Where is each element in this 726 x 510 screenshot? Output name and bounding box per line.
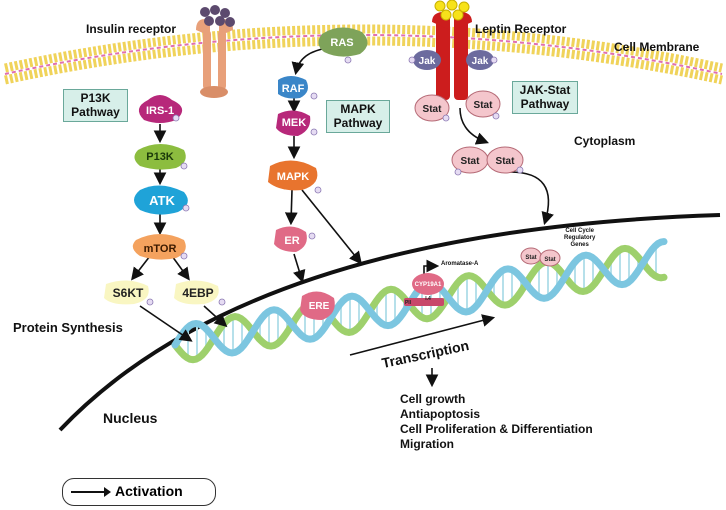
cyp19a1-node [412,273,444,295]
pi3k-pathway-line-1: P13K [80,91,111,105]
4ebp-node [174,280,219,305]
s6kt-node [104,280,149,305]
stat-a-label: Stat [423,104,443,115]
mapk-pathway-line-2: Pathway [333,116,383,130]
stat-f-node [539,249,561,267]
raf-label: RAF [282,83,305,95]
activation-arrow-icon [71,487,111,497]
legend-label: Activation [115,483,183,499]
jak-left-label: Jak [419,56,436,67]
stat-b-node [465,90,501,118]
nuclear-envelope [58,213,721,432]
cytoplasm-label: Cytoplasm [574,134,636,148]
mtor-label: mTOR [144,243,177,255]
cell-cycle-genes-label: Cell Cycle Regulatory Genes [564,228,595,249]
i4-label: I.4 [425,296,431,302]
ras-label: RAS [330,37,353,49]
mapk-node [268,160,318,191]
jak-left-node [413,50,441,70]
jakstat-pathway-box: JAK-Stat Pathway [512,81,578,114]
raf-node [278,76,308,99]
p13k-node [134,144,186,170]
jakstat-pathway-line-2: Pathway [520,97,570,111]
stat-d-label: Stat [496,156,516,167]
stat-d-node [486,146,524,174]
jakstat-pathway-line-1: JAK-Stat [519,83,571,97]
irs1-label: IRS-1 [146,105,174,117]
mek-label: MEK [282,117,307,129]
dna-strand-a [171,244,668,364]
ere-label: ERE [309,301,330,312]
cell-cycle-line-2: Regulatory [564,235,596,241]
jak-right-node [466,50,494,70]
legend: Activation [62,478,216,506]
stat-b-label: Stat [474,100,494,111]
cell-cycle-line-1: Cell Cycle [565,228,595,234]
phosphate-markers [146,56,524,306]
transcription-label: Transcription [380,337,470,371]
nucleus-label: Nucleus [103,410,158,426]
cyp19a1-label: CYP19A1 [415,282,442,288]
cell-membrane-label: Cell Membrane [614,40,700,54]
outcome-item: Cell growth [400,392,466,406]
jak-right-label: Jak [472,56,489,67]
protein-synthesis-label: Protein Synthesis [13,320,123,335]
atk-node [134,185,188,215]
stat-c-label: Stat [461,156,481,167]
ras-node [318,27,368,57]
outcome-item: Migration [400,437,454,451]
mapk-pathway-box: MAPK Pathway [326,100,390,133]
outcomes-list: Cell growth Antiapoptosis Cell Prolifera… [400,392,593,452]
leptin-ligand-icon [434,0,470,21]
aromatase-label: Aromatase-A [441,261,479,267]
outcome-item: Cell Proliferation & Differentiation [400,422,593,436]
promoter-region [404,298,444,306]
insulin-receptor [196,19,233,98]
mtor-node [132,234,186,260]
pii-label: PII [405,300,412,306]
er-node [274,226,307,252]
atk-label: ATK [149,193,175,208]
stat-a-node [414,94,450,122]
mek-node [276,110,311,136]
insulin-ligand-icon [200,5,235,27]
insulin-receptor-label: Insulin receptor [86,22,177,36]
irs1-node [138,95,183,123]
stat-f-label: Stat [544,257,555,263]
cell-cycle-line-3: Genes [570,242,589,248]
pi3k-pathway-box: P13K Pathway [63,89,128,122]
pi3k-pathway-line-2: Pathway [71,105,120,119]
er-label: ER [284,235,299,247]
s6kt-label: S6KT [113,286,144,300]
p13k-label: P13K [146,151,174,163]
mapk-label: MAPK [277,171,309,183]
4ebp-label: 4EBP [182,286,213,300]
ere-node [300,291,335,320]
outcome-item: Antiapoptosis [400,407,480,421]
leptin-receptor-label: Leptin Receptor [475,22,567,36]
stat-e-label: Stat [525,255,536,261]
mapk-pathway-line-1: MAPK [340,102,376,116]
